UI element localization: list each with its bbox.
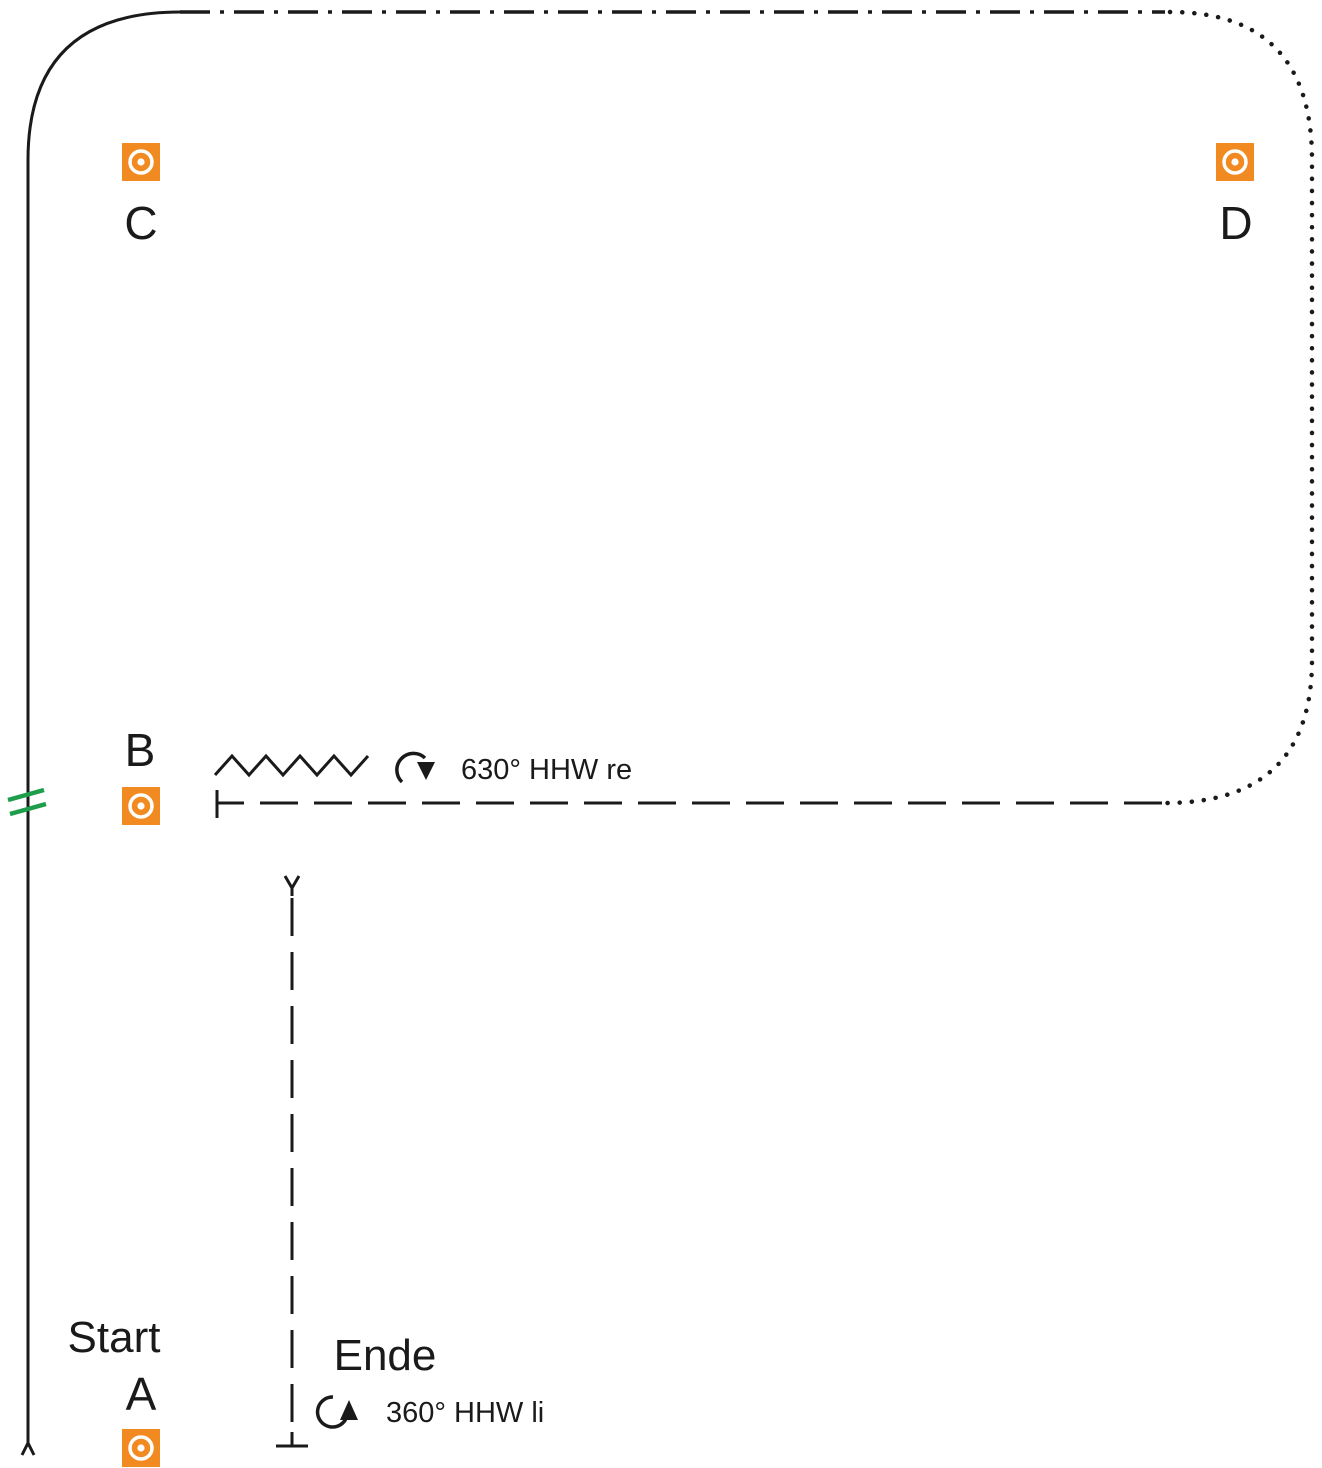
end-label: Ende — [334, 1331, 437, 1380]
cone-d-label: D — [1219, 197, 1252, 249]
cone-a-icon — [120, 1427, 162, 1468]
start-label: Start — [68, 1313, 161, 1362]
cone-d-icon — [1214, 141, 1256, 183]
left-spin-label: 360° HHW li — [386, 1397, 544, 1429]
dotted-path-line — [1162, 9, 1315, 806]
counterclockwise-spin-icon — [315, 1395, 358, 1429]
vertical-path-arrow — [283, 875, 301, 896]
cone-a-label: A — [126, 1368, 157, 1420]
cone-c-icon — [120, 141, 162, 183]
solid-path-line — [26, 10, 181, 1445]
path-start-arrow — [20, 1439, 36, 1456]
cone-c-label: C — [124, 197, 157, 249]
green-crossing-marker — [7, 787, 47, 817]
cone-b-icon — [120, 785, 162, 827]
zigzag-symbol — [213, 753, 370, 778]
cone-b-label: B — [125, 724, 156, 776]
right-spin-label: 630° HHW re — [461, 754, 632, 786]
clockwise-spin-icon — [395, 751, 435, 784]
